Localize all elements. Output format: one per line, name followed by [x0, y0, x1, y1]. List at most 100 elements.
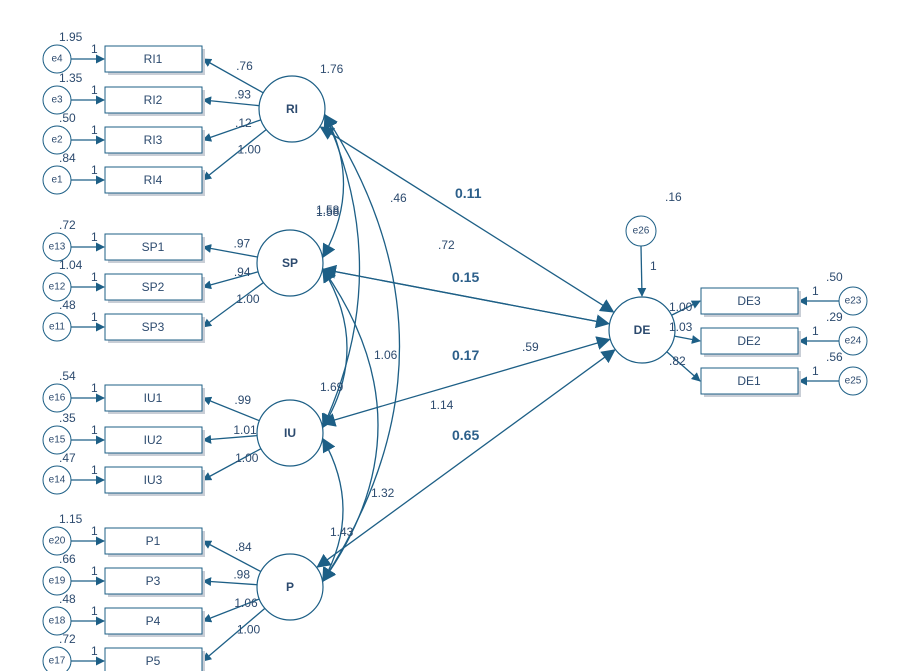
error-term-e2 — [42, 125, 72, 155]
latent-iu — [256, 399, 324, 467]
indicator-label: P3 — [146, 574, 161, 588]
error-term-e16 — [42, 383, 72, 413]
error-label: e1 — [51, 175, 63, 186]
indicator-label: RI4 — [144, 173, 163, 187]
error-variance-label: 1.04 — [59, 258, 83, 272]
error-label: e23 — [845, 296, 862, 307]
error-variance-label: .29 — [826, 310, 843, 324]
error-path-label: 1 — [812, 364, 819, 378]
indicator-box-sp3 — [104, 313, 203, 341]
indicator-box-de2 — [700, 327, 799, 355]
indicator-label: RI1 — [144, 52, 163, 66]
error-path-label: 1 — [91, 423, 98, 437]
error-label: e15 — [49, 435, 66, 446]
error-term-e13 — [42, 232, 72, 262]
error-label: e24 — [845, 336, 862, 347]
indicator-label: SP1 — [142, 240, 165, 254]
latent-label: IU — [284, 426, 296, 440]
loading-label: .82 — [669, 354, 686, 368]
error-path-label: 1 — [91, 83, 98, 97]
loading-arrow-p5 — [202, 607, 266, 662]
loading-label: .76 — [236, 59, 253, 73]
error-label: e25 — [845, 376, 862, 387]
path-coefficient: 0.17 — [452, 347, 479, 363]
indicator-box-ri1 — [104, 45, 203, 73]
error-term-e18 — [42, 606, 72, 636]
loading-arrow-sp1 — [202, 244, 258, 258]
error-variance-label: .66 — [59, 552, 76, 566]
error-variance-label: .54 — [59, 369, 76, 383]
latent-variance-label: .16 — [665, 190, 682, 204]
error-term-e4 — [42, 44, 72, 74]
path-sp-de — [322, 264, 610, 329]
indicator-box-p5 — [104, 647, 203, 671]
error-path-label: 1 — [91, 230, 98, 244]
error-term-e24 — [838, 326, 868, 356]
covariance-label: 1.06 — [374, 348, 398, 362]
error-path-label: 1 — [91, 123, 98, 137]
observed-indicators: RI1RI2RI3RI4SP1SP2SP3IU1IU2IU3P1P3P4P5DE… — [104, 45, 801, 671]
latent-label: DE — [634, 323, 651, 337]
latent-variance-label: 1.58 — [316, 203, 340, 217]
indicator-label: P4 — [146, 614, 161, 628]
covariance-label: .72 — [438, 238, 455, 252]
path-p-de — [316, 349, 616, 568]
indicator-label: IU3 — [144, 473, 163, 487]
loading-label: .98 — [233, 568, 250, 582]
loading-label: .12 — [235, 116, 252, 130]
error-variance-label: .84 — [59, 151, 76, 165]
indicator-label: P1 — [146, 534, 161, 548]
error-variance-label: .72 — [59, 632, 76, 646]
error-variance-label: .48 — [59, 298, 76, 312]
indicator-box-sp2 — [104, 273, 203, 301]
error-variance-label: .56 — [826, 350, 843, 364]
loading-arrow-ri4 — [202, 129, 267, 181]
covariance-label: 1.14 — [430, 398, 454, 412]
error-variance-label: .50 — [59, 111, 76, 125]
coefficient-labels: 11.95.7611.35.931.50.121.841.001.72.9711… — [59, 30, 843, 658]
latent-label: RI — [286, 102, 298, 116]
loading-arrow-ri2 — [202, 96, 260, 107]
error-term-e25 — [838, 366, 868, 396]
loading-arrow-sp3 — [202, 282, 264, 328]
loading-arrow-de2 — [674, 335, 701, 344]
error-variance-label: .47 — [59, 451, 76, 465]
loading-arrow-iu1 — [202, 396, 260, 422]
error-label: e14 — [49, 475, 66, 486]
loading-label: .93 — [234, 88, 251, 102]
error-term-e14 — [42, 465, 72, 495]
loading-arrow-ri3 — [202, 119, 262, 142]
loading-label: 1.00 — [237, 622, 261, 636]
error-label: e3 — [51, 95, 63, 106]
loading-arrow-de3 — [671, 300, 701, 316]
error-path-label: 1 — [91, 310, 98, 324]
indicator-box-de1 — [700, 367, 799, 395]
error-label: e18 — [49, 616, 66, 627]
error-path-label: 1 — [91, 564, 98, 578]
error-variance-label: .72 — [59, 218, 76, 232]
error-label: e19 — [49, 576, 66, 587]
loading-label: .97 — [234, 237, 251, 251]
path-coefficient: 0.11 — [455, 185, 482, 201]
disturbance-path — [637, 245, 647, 297]
indicator-box-de3 — [700, 287, 799, 315]
error-term-e17 — [42, 646, 72, 671]
error-variance-label: 1.15 — [59, 512, 83, 526]
loading-arrow-p4 — [202, 598, 260, 623]
error-label: e17 — [49, 656, 66, 667]
latent-p — [256, 553, 324, 621]
error-path-label: 1 — [91, 42, 98, 56]
error-variance-label: .35 — [59, 411, 76, 425]
error-label: e16 — [49, 393, 66, 404]
indicator-box-iu2 — [104, 426, 203, 454]
indicator-box-sp1 — [104, 233, 203, 261]
indicator-box-p1 — [104, 527, 203, 555]
loading-label: .94 — [234, 265, 251, 279]
latent-variance-label: 1.69 — [320, 380, 344, 394]
indicator-box-iu1 — [104, 384, 203, 412]
error-path-label: 1 — [812, 284, 819, 298]
loading-label: 1.06 — [234, 596, 258, 610]
loading-arrow-sp2 — [202, 271, 259, 290]
error-label: e2 — [51, 135, 63, 146]
